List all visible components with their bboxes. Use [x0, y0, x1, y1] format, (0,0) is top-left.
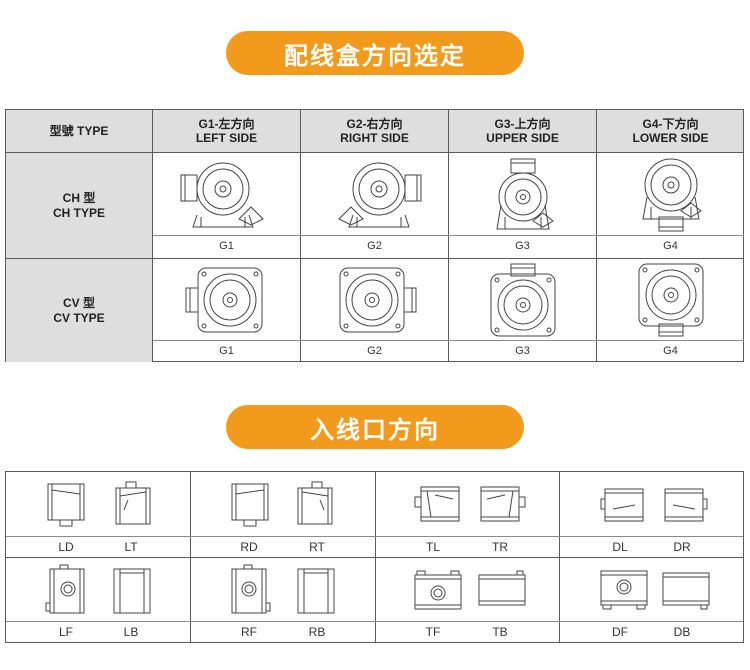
row-cv-cn: CV 型: [62, 295, 95, 310]
header-type: 型號 TYPE: [6, 110, 152, 152]
rt-label: RT: [309, 540, 325, 554]
cv-g2-drawing: [301, 259, 448, 340]
ch-g2-label: G2: [367, 240, 382, 252]
tr-drawing: [472, 476, 532, 534]
cv-g1-drawing: [153, 259, 300, 340]
section-title-cable-entry: 入线口方向: [226, 405, 524, 449]
header-g1-en: LEFT SIDE: [195, 131, 258, 145]
header-g4-en: LOWER SIDE: [632, 131, 709, 145]
tl-label: TL: [425, 540, 440, 554]
tf-label: TF: [425, 625, 441, 639]
dl-drawing: [594, 476, 654, 534]
row-ch-cn: CH 型: [62, 190, 96, 205]
header-g2-cn: G2-右方向: [346, 117, 403, 131]
ch-g1-label: G1: [219, 240, 234, 252]
cv-g1-label: G1: [219, 345, 234, 357]
ch-g4-drawing: [597, 154, 744, 235]
cv-g3-label: G3: [515, 345, 530, 357]
tl-drawing: [408, 476, 468, 534]
row-head-ch: CH 型 CH TYPE: [6, 153, 152, 258]
divider: [6, 536, 743, 537]
lt-label: LT: [124, 540, 138, 554]
rd-label: RD: [240, 540, 258, 554]
df-drawing: [594, 560, 654, 620]
tb-drawing: [472, 560, 532, 620]
ch-g3-drawing: [449, 154, 596, 235]
rf-drawing: [222, 560, 277, 620]
lf-label: LF: [58, 625, 73, 639]
divider: [153, 235, 744, 236]
header-g1: G1-左方向 LEFT SIDE: [153, 110, 300, 152]
dl-label: DL: [612, 540, 628, 554]
divider: [6, 557, 743, 558]
cv-g4-label: G4: [663, 345, 678, 357]
cv-g4-drawing: [597, 259, 744, 340]
ch-g1-drawing: [153, 154, 300, 235]
header-g3-en: UPPER SIDE: [486, 131, 559, 145]
lb-drawing: [104, 560, 159, 620]
box-orientation-table: 型號 TYPE G1-左方向 LEFT SIDE G2-右方向 RIGHT SI…: [5, 109, 744, 362]
rd-drawing: [222, 476, 277, 534]
row-ch-en: CH TYPE: [52, 205, 105, 220]
tf-drawing: [408, 560, 468, 620]
tb-label: TB: [492, 625, 508, 639]
ld-label: LD: [58, 540, 74, 554]
tr-label: TR: [492, 540, 508, 554]
header-g2: G2-右方向 RIGHT SIDE: [301, 110, 448, 152]
divider: [6, 258, 743, 259]
dr-drawing: [656, 476, 716, 534]
lt-drawing: [104, 476, 159, 534]
header-g4: G4-下方向 LOWER SIDE: [597, 110, 744, 152]
cable-entry-table: LD LT RD RT TL TR DL DR: [5, 471, 744, 643]
rf-label: RF: [241, 625, 257, 639]
row-head-cv: CV 型 CV TYPE: [6, 259, 152, 362]
df-label: DF: [612, 625, 628, 639]
header-g3-cn: G3-上方向: [494, 117, 551, 131]
header-g4-cn: G4-下方向: [642, 117, 699, 131]
ld-drawing: [38, 476, 93, 534]
section-title-box-orientation: 配线盒方向选定: [226, 31, 524, 75]
cv-g3-drawing: [449, 259, 596, 340]
header-g1-cn: G1-左方向: [198, 117, 255, 131]
rb-label: RB: [308, 625, 326, 639]
lf-drawing: [38, 560, 93, 620]
db-label: DB: [673, 625, 691, 639]
dr-label: DR: [673, 540, 691, 554]
ch-g4-label: G4: [663, 240, 678, 252]
rb-drawing: [288, 560, 343, 620]
header-type-label: 型號 TYPE: [49, 124, 109, 138]
ch-g3-label: G3: [515, 240, 530, 252]
lb-label: LB: [123, 625, 139, 639]
rt-drawing: [288, 476, 343, 534]
row-cv-en: CV TYPE: [53, 310, 105, 325]
header-g2-en: RIGHT SIDE: [340, 131, 409, 145]
header-g3: G3-上方向 UPPER SIDE: [449, 110, 596, 152]
divider: [6, 621, 743, 622]
section-title-text: 入线口方向: [310, 415, 440, 444]
ch-g2-drawing: [301, 154, 448, 235]
db-drawing: [656, 560, 716, 620]
table-header-row: [6, 110, 743, 153]
cv-g2-label: G2: [367, 345, 382, 357]
divider: [153, 340, 744, 341]
section-title-text: 配线盒方向选定: [284, 41, 466, 70]
divider: [152, 110, 153, 361]
